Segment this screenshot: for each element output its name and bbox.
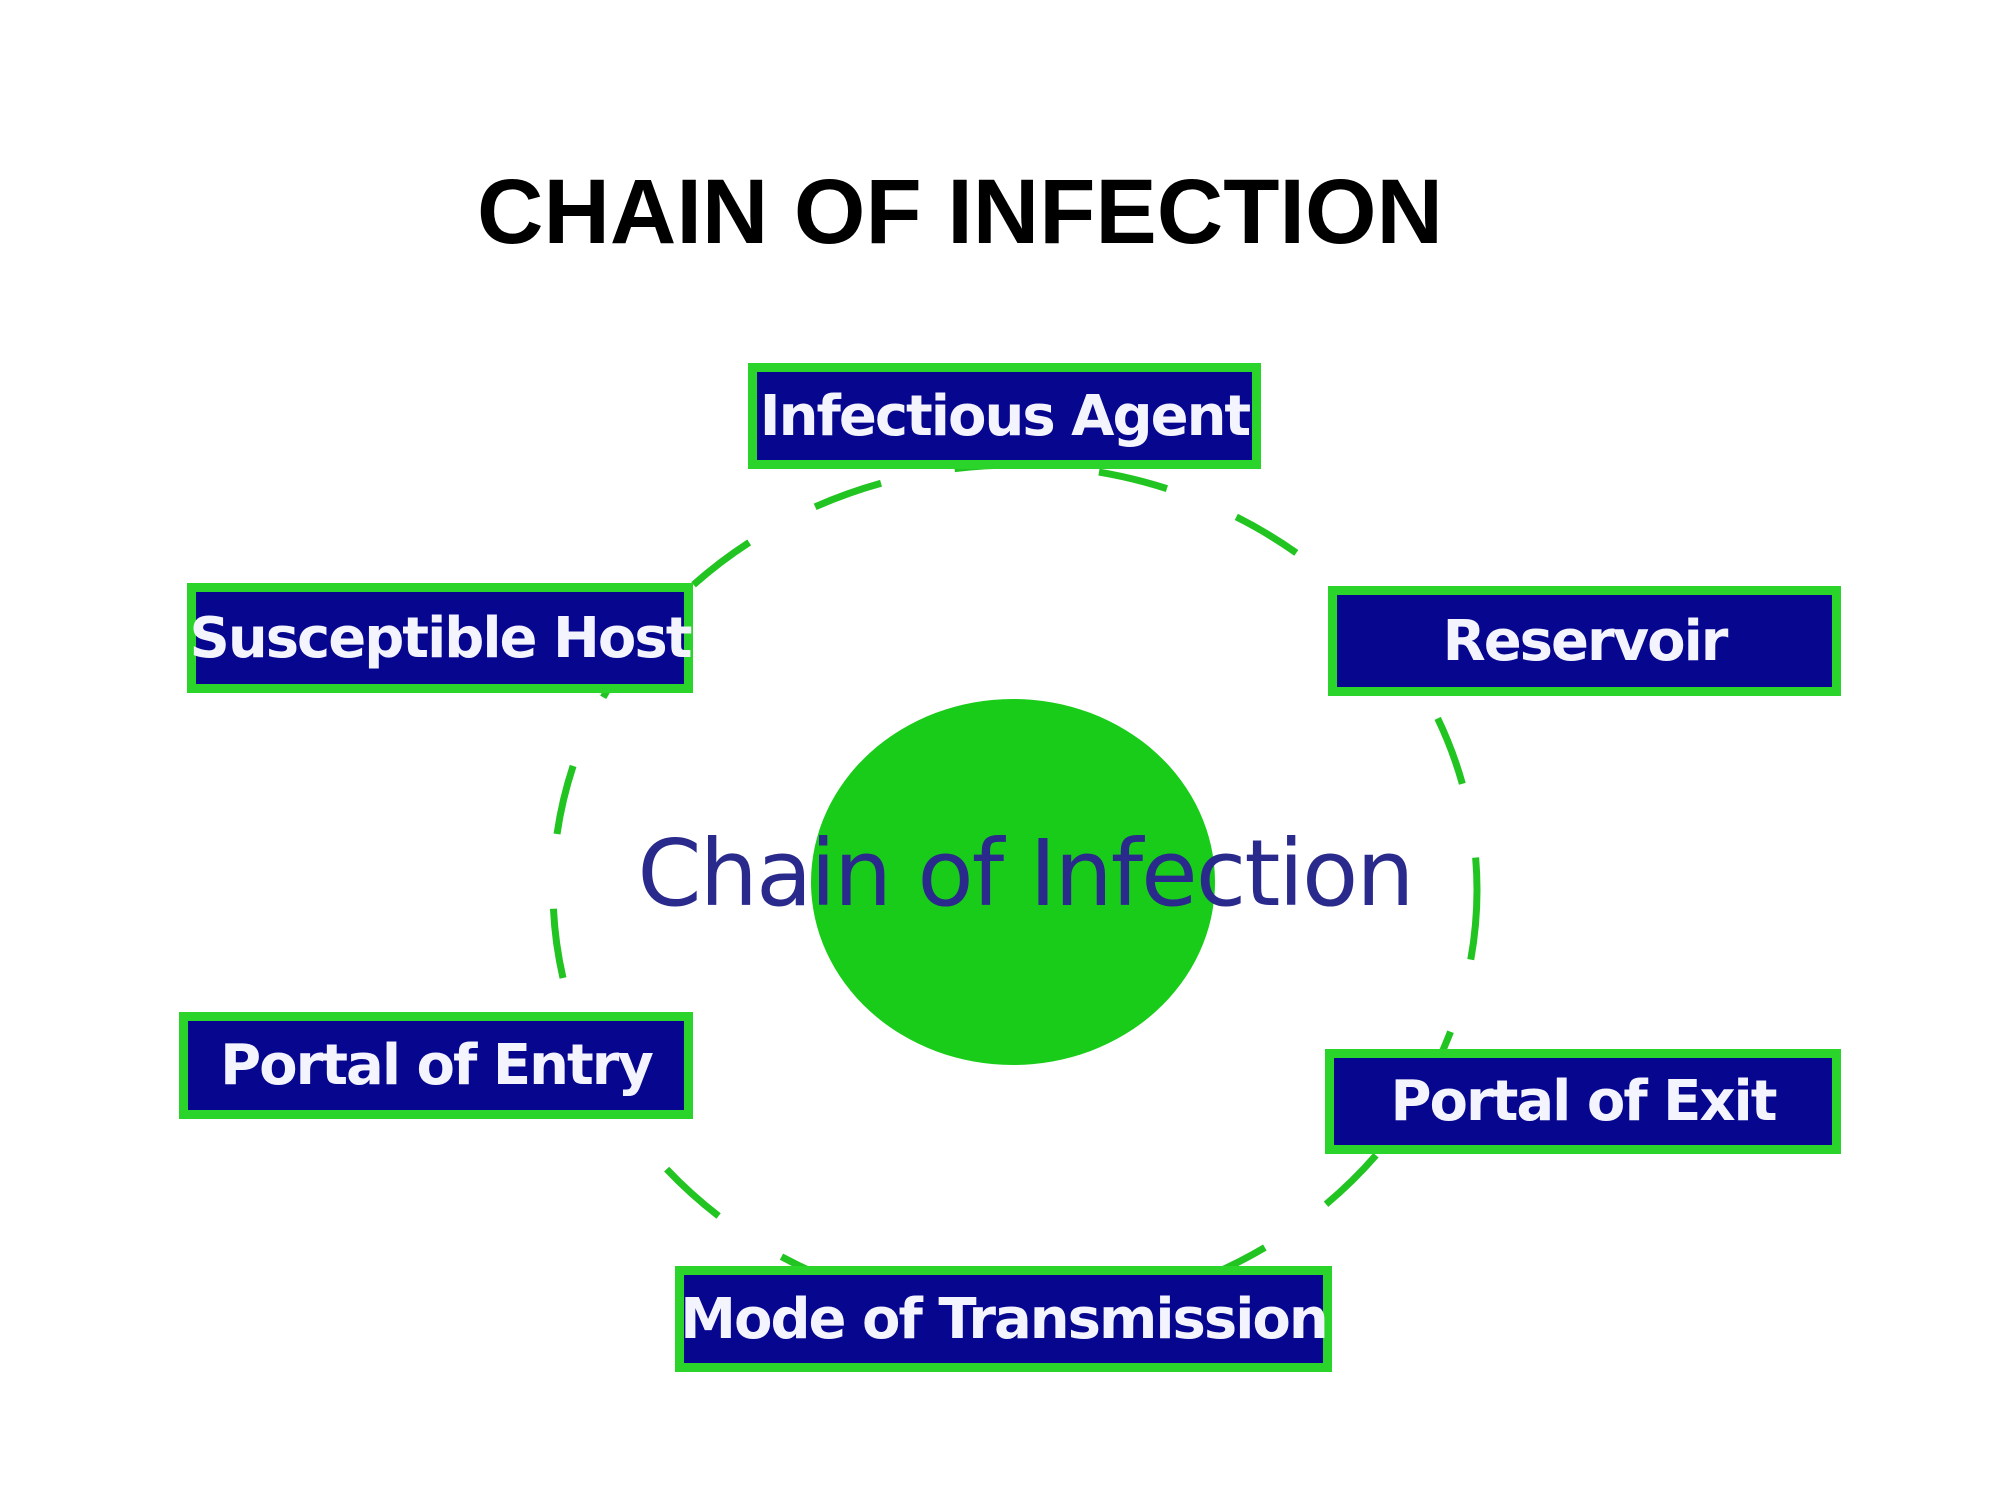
center-circle — [811, 699, 1215, 1065]
node-infectious-agent: Infectious Agent — [748, 363, 1261, 469]
node-reservoir: Reservoir — [1328, 586, 1841, 696]
node-portal-of-entry: Portal of Entry — [179, 1012, 693, 1119]
node-portal-of-exit: Portal of Exit — [1325, 1049, 1841, 1154]
node-susceptible-host: Susceptible Host — [187, 583, 693, 693]
node-mode-of-transmission: Mode of Transmission — [675, 1266, 1332, 1372]
center-label: Chain of Infection — [637, 820, 1414, 927]
page-title: CHAIN OF INFECTION — [477, 161, 1443, 263]
